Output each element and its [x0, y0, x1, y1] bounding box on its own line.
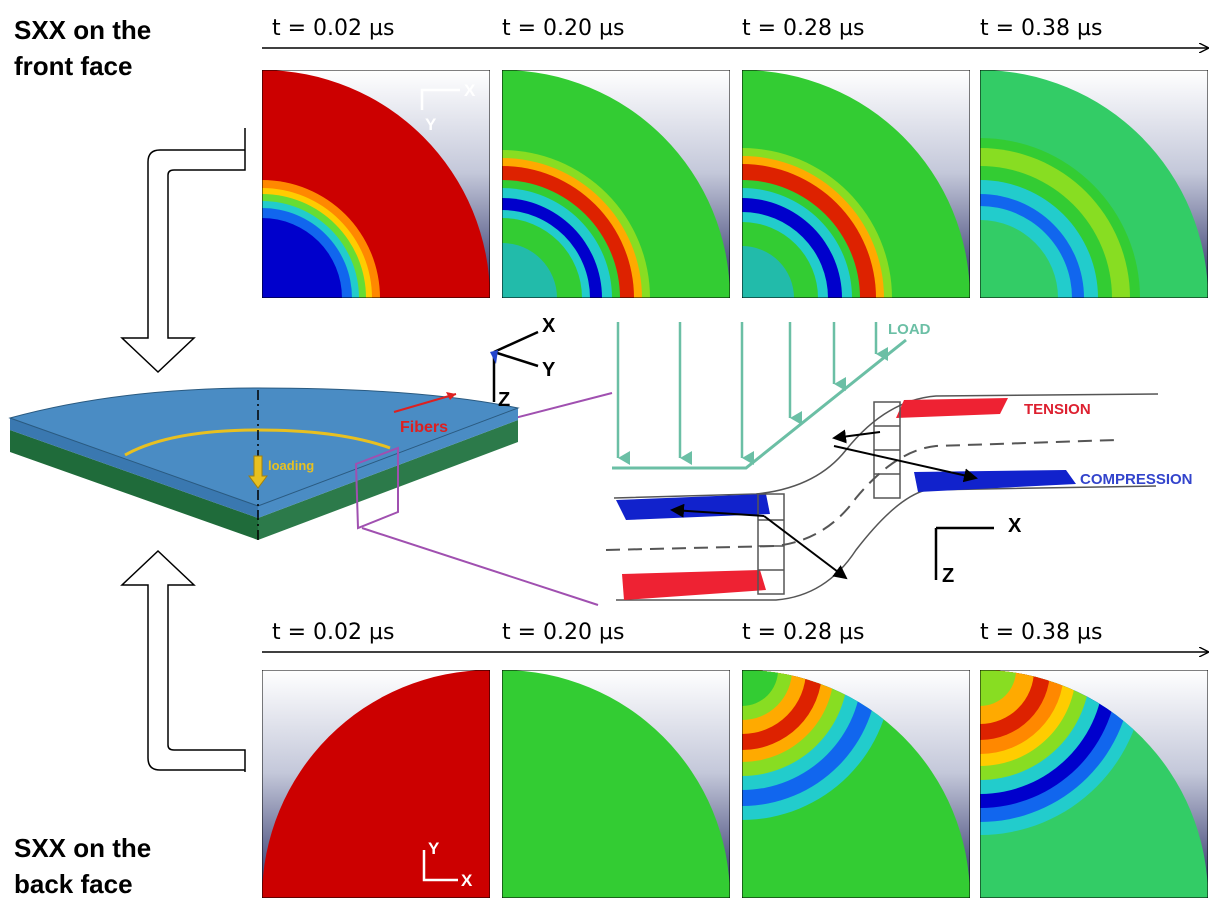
- back-time-label-2: t = 0.20 µs: [502, 620, 625, 645]
- plate-axis-triad: X Y Z: [490, 315, 556, 410]
- load-label: LOAD: [888, 321, 931, 338]
- front-panel-t038: [980, 70, 1208, 298]
- back-panel-t028: [742, 670, 970, 898]
- back-axis-icon: Y X: [422, 839, 473, 890]
- back-time-label-3: t = 0.28 µs: [742, 620, 865, 645]
- compression-label: COMPRESSION: [1080, 471, 1193, 488]
- plate-axis-z-label: Z: [498, 389, 510, 410]
- front-panel-t028: [742, 70, 970, 298]
- back-face-title: SXX on the back face: [14, 830, 151, 902]
- front-to-plate-curved-arrow: [120, 128, 246, 374]
- front-panel-t020: [502, 70, 730, 298]
- specimen-plate: loading Fibers: [8, 387, 520, 540]
- back-panel-t038: [980, 670, 1208, 898]
- back-time-label-1: t = 0.02 µs: [272, 620, 395, 645]
- back-axis-x-label: X: [461, 871, 473, 890]
- front-face-title-line1: SXX on the: [14, 15, 152, 45]
- front-face-title: SXX on the front face: [14, 12, 151, 84]
- front-axis-y-label: Y: [425, 115, 437, 134]
- sketch-axis-x-label: X: [1008, 515, 1022, 537]
- back-to-plate-curved-arrow: [120, 549, 246, 772]
- front-time-label-1: t = 0.02 µs: [272, 16, 395, 41]
- back-time-label-4: t = 0.38 µs: [980, 620, 1103, 645]
- front-time-label-3: t = 0.28 µs: [742, 16, 865, 41]
- back-axis-y-label: Y: [428, 839, 440, 858]
- fibers-label: Fibers: [400, 419, 448, 436]
- back-face-title-line1: SXX on the: [14, 833, 152, 863]
- plate-axis-y-label: Y: [542, 359, 556, 381]
- loading-arrow-icon: [248, 455, 268, 489]
- section-marker: [354, 446, 399, 530]
- front-panel-t002: X Y: [262, 70, 490, 298]
- back-panel-t002: Y X: [262, 670, 490, 898]
- loading-label: loading: [268, 458, 314, 473]
- front-time-label-2: t = 0.20 µs: [502, 16, 625, 41]
- plate-axis-x-label: X: [542, 315, 556, 337]
- zoom-connector-lower: [361, 527, 599, 606]
- front-time-label-4: t = 0.38 µs: [980, 16, 1103, 41]
- front-face-title-line2: front face: [14, 51, 133, 81]
- bending-sketch: LOAD TENSION COMPRESSION X Z: [605, 321, 1193, 601]
- back-panel-t020: [502, 670, 730, 898]
- sketch-axis-z-label: Z: [942, 565, 954, 587]
- back-face-title-line2: back face: [14, 869, 133, 899]
- tension-label: TENSION: [1024, 401, 1091, 418]
- front-axis-x-label: X: [464, 81, 476, 100]
- front-axis-icon: X Y: [420, 81, 476, 134]
